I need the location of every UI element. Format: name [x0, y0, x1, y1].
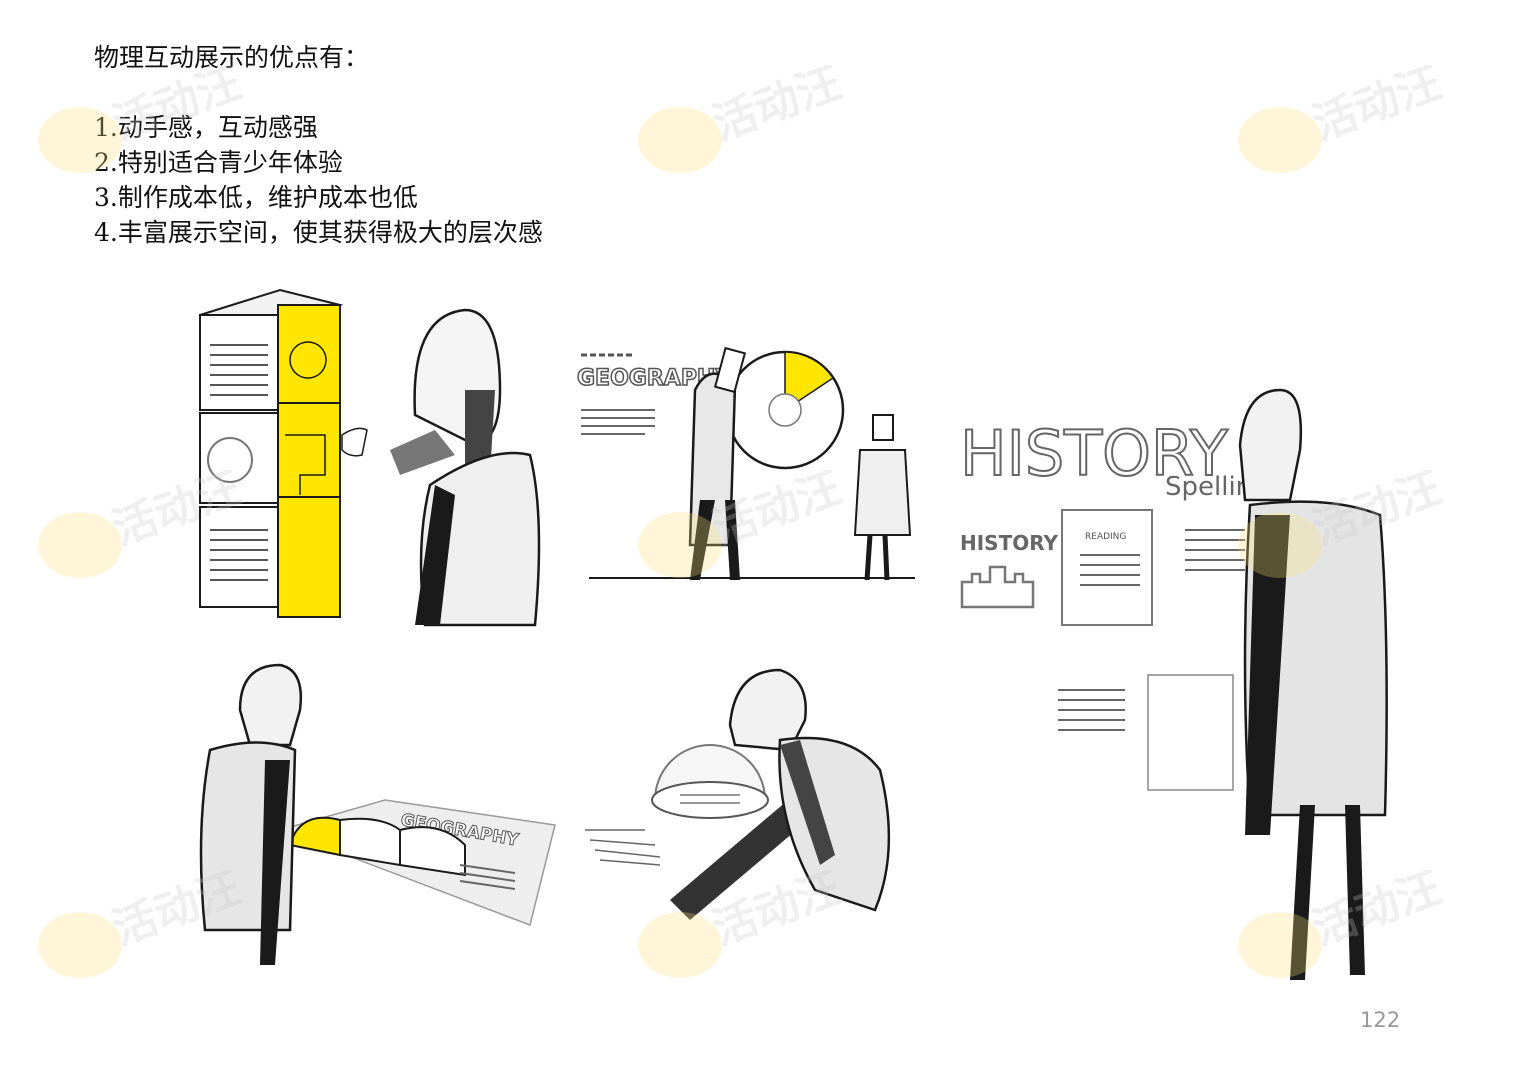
sketch-history-wall: HISTORY Spelling HISTORY READING — [959, 388, 1388, 980]
svg-text:活动汪: 活动汪 — [1306, 65, 1447, 150]
sketch-cube-tower — [199, 288, 541, 627]
svg-text:活动汪: 活动汪 — [106, 870, 247, 955]
advantage-item: 2.特别适合青少年体验 — [94, 148, 343, 177]
history-wall-title: HISTORY — [960, 417, 1228, 490]
svg-text:活动汪: 活动汪 — [706, 470, 847, 555]
history-small-label: HISTORY — [960, 531, 1059, 555]
intro-text: 物理互动展示的优点有： 1.动手感，互动感强 2.特别适合青少年体验 3.制作成… — [94, 40, 543, 250]
watermark: 活动汪 — [638, 65, 848, 173]
svg-text:活动汪: 活动汪 — [706, 65, 847, 150]
watermark: 活动汪 — [1238, 470, 1448, 578]
advantages-list: 1.动手感，互动感强 2.特别适合青少年体验 3.制作成本低，维护成本也低 4.… — [94, 110, 543, 250]
sketch-dome-display — [585, 668, 891, 920]
reading-label: READING — [1085, 532, 1126, 542]
svg-text:活动汪: 活动汪 — [106, 470, 247, 555]
svg-text:活动汪: 活动汪 — [706, 870, 847, 955]
svg-text:活动汪: 活动汪 — [106, 65, 247, 150]
watermark: 活动汪 — [638, 470, 848, 578]
watermark: 活动汪 — [38, 870, 248, 978]
page-number: 122 — [1360, 1008, 1401, 1032]
watermark: 活动汪 — [638, 870, 848, 978]
watermark: 活动汪 — [38, 470, 248, 578]
watermark: 活动汪 — [1238, 65, 1448, 173]
advantage-item: 1.动手感，互动感强 — [94, 113, 318, 142]
advantage-item: 3.制作成本低，维护成本也低 — [94, 183, 418, 212]
watermark: 活动汪 — [38, 65, 248, 173]
svg-text:活动汪: 活动汪 — [1306, 470, 1447, 555]
intro-heading: 物理互动展示的优点有： — [94, 43, 370, 72]
sketch-geography-wheel: GEOGRAPHY — [576, 346, 915, 581]
advantage-item: 4.丰富展示空间，使其获得极大的层次感 — [94, 218, 543, 247]
svg-text:活动汪: 活动汪 — [1306, 870, 1447, 955]
sketch-geography-table: GEOGRAPHY — [199, 663, 556, 965]
watermark: 活动汪 — [1238, 870, 1448, 978]
